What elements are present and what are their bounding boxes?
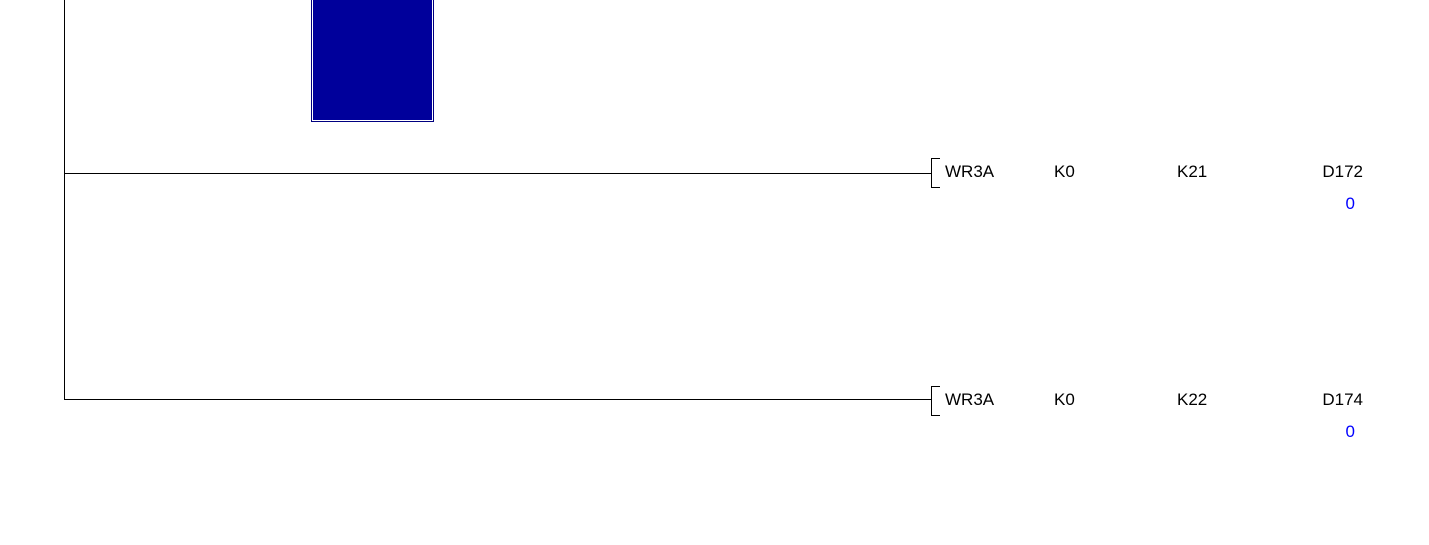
rung-2-wire[interactable] xyxy=(64,399,932,400)
selection-highlight-fill xyxy=(313,0,432,120)
power-rail-lower xyxy=(64,173,65,400)
rung-2-instruction-bracket[interactable] xyxy=(931,386,940,416)
rung-1-operand-3[interactable]: D172 xyxy=(1322,162,1363,181)
rung-1-operand-3-monitor-value: 0 xyxy=(1345,194,1355,213)
rung-2-operand-3-monitor-value: 0 xyxy=(1345,422,1355,441)
rung-1-instruction-bracket[interactable] xyxy=(931,158,940,188)
rung-1-wire[interactable] xyxy=(64,173,932,174)
power-rail-upper xyxy=(64,0,65,174)
rung-2-operand-3[interactable]: D174 xyxy=(1322,390,1363,409)
rung-2-instruction-mnemonic[interactable]: WR3A xyxy=(945,390,995,409)
rung-1-instruction-mnemonic[interactable]: WR3A xyxy=(945,162,995,181)
rung-2-operand-2[interactable]: K22 xyxy=(1177,390,1208,409)
rung-2-operand-1[interactable]: K0 xyxy=(1054,390,1075,409)
selection-highlight-block[interactable] xyxy=(311,0,434,122)
rung-1-operand-1[interactable]: K0 xyxy=(1054,162,1075,181)
rung-1-operand-2[interactable]: K21 xyxy=(1177,162,1208,181)
